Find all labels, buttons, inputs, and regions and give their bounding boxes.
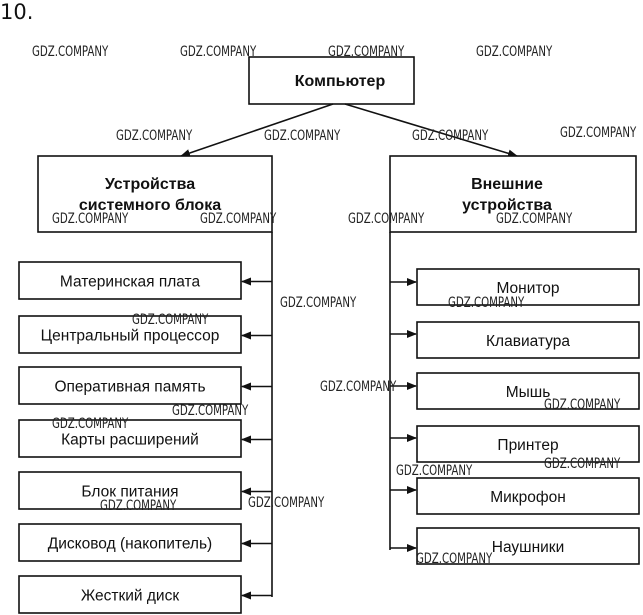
watermark: GDZ.COMPANY [476, 43, 553, 59]
arrow-root-right [344, 103, 518, 158]
arrow-root-left [180, 103, 334, 157]
task-number: 10. [0, 0, 33, 24]
external-device-item-box [416, 372, 640, 410]
external-devices-title-1: Внешние [471, 176, 543, 193]
external-device-item-label: Наушники [492, 539, 564, 556]
system-unit-title-2: системного блока [79, 197, 221, 214]
system-unit-item-box [18, 523, 242, 562]
watermark: GDZ.COMPANY [180, 43, 257, 59]
watermark: GDZ.COMPANY [320, 378, 397, 394]
system-unit-item-label: Блок питания [81, 484, 178, 501]
system-unit-item-box [18, 315, 242, 354]
external-device-item-box [416, 527, 640, 565]
external-device-item-box [416, 425, 640, 463]
watermark: GDZ.COMPANY [52, 415, 129, 431]
watermark: GDZ.COMPANY [448, 294, 525, 310]
system-unit-item-box [18, 261, 242, 300]
watermark: GDZ.COMPANY [264, 127, 341, 143]
external-device-item-label: Монитор [496, 280, 559, 297]
system-unit-item-label: Карты расширений [61, 432, 199, 449]
external-device-item-box [416, 477, 640, 515]
watermark: GDZ.COMPANY [416, 550, 493, 566]
external-devices-box [389, 155, 637, 233]
watermark: GDZ.COMPANY [328, 43, 405, 59]
watermark: GDZ.COMPANY [544, 455, 621, 471]
external-device-item-label: Принтер [497, 437, 558, 454]
external-devices-title-2: устройства [462, 197, 552, 214]
watermark: GDZ.COMPANY [32, 43, 109, 59]
system-unit-item-label: Центральный процессор [41, 328, 220, 345]
system-unit-title-1: Устройства [105, 176, 195, 193]
watermark: GDZ.COMPANY [560, 124, 637, 140]
external-device-item-label: Клавиатура [486, 333, 570, 350]
watermark: GDZ.COMPANY [396, 462, 473, 478]
external-device-item-box [416, 268, 640, 306]
system-unit-item-box [18, 471, 242, 510]
watermark: GDZ.COMPANY [100, 497, 177, 513]
system-unit-box [37, 155, 273, 233]
external-device-item-label: Микрофон [490, 489, 566, 506]
watermark: GDZ.COMPANY [496, 210, 573, 226]
external-device-item-label: Мышь [506, 384, 551, 401]
watermark: GDZ.COMPANY [280, 294, 357, 310]
system-unit-item-box [18, 419, 242, 458]
watermark: GDZ.COMPANY [172, 402, 249, 418]
watermark: GDZ.COMPANY [132, 311, 209, 327]
root-box [248, 56, 415, 105]
root-label: Компьютер [295, 73, 386, 90]
watermark: GDZ.COMPANY [116, 127, 193, 143]
external-device-item-box [416, 321, 640, 359]
watermark: GDZ.COMPANY [544, 396, 621, 412]
watermark: GDZ.COMPANY [248, 494, 325, 510]
watermark: GDZ.COMPANY [412, 127, 489, 143]
system-unit-item-label: Оперативная память [54, 379, 205, 396]
system-unit-item-label: Материнская плата [60, 274, 201, 291]
system-unit-item-label: Жесткий диск [81, 588, 179, 605]
watermark: GDZ.COMPANY [200, 210, 277, 226]
watermark: GDZ.COMPANY [348, 210, 425, 226]
system-unit-item-label: Дисковод (накопитель) [48, 536, 212, 553]
watermark: GDZ.COMPANY [52, 210, 129, 226]
system-unit-item-box [18, 366, 242, 405]
